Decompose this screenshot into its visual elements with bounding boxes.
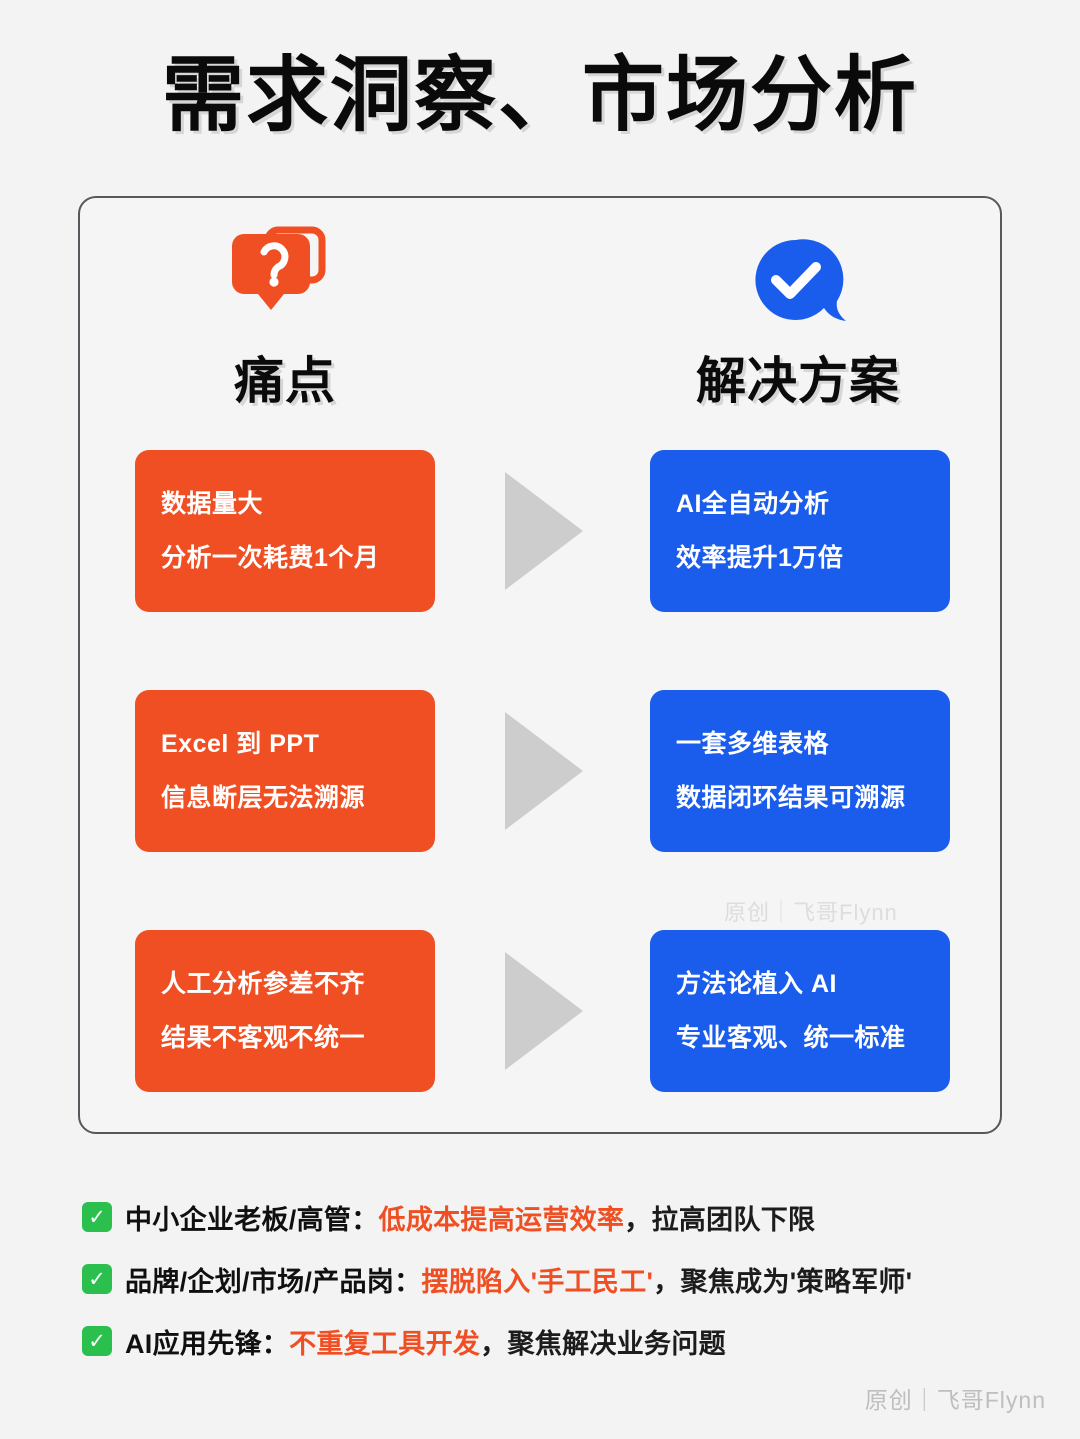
audience-list: ✓ 中小企业老板/高管： 低成本提高运营效率 ，拉高团队下限 ✓ 品牌/企划/市… [82, 1186, 1042, 1372]
solution-card-2-line-1: 一套多维表格 [676, 730, 830, 758]
solution-card-1-line-2: 效率提升1万倍 [676, 544, 844, 572]
column-heading-pain: 痛点 [234, 353, 336, 409]
pain-card-3: 人工分析参差不齐 结果不客观不统一 [135, 930, 435, 1092]
bullet-3-highlight: 不重复工具开发 [289, 1328, 481, 1359]
bullet-3-role: AI应用先锋： [125, 1328, 290, 1359]
check-icon: ✓ [82, 1326, 112, 1356]
arrow-right-icon-1 [505, 472, 583, 590]
solution-card-3-line-2: 专业客观、统一标准 [676, 1024, 906, 1052]
solution-card-2-line-2: 数据闭环结果可溯源 [676, 784, 906, 812]
pain-card-2-line-1: Excel 到 PPT [161, 730, 320, 758]
pain-card-1-line-1: 数据量大 [161, 490, 264, 518]
pain-card-1-line-2: 分析一次耗费1个月 [161, 544, 380, 572]
check-icon: ✓ [82, 1202, 112, 1232]
pain-card-1: 数据量大 分析一次耗费1个月 [135, 450, 435, 612]
page-title: 需求洞察、市场分析 [161, 50, 918, 141]
pain-card-2-line-2: 信息断层无法溯源 [161, 784, 366, 812]
bullet-2-tail: ，聚焦成为'策略军师' [653, 1266, 913, 1297]
pain-card-2: Excel 到 PPT 信息断层无法溯源 [135, 690, 435, 852]
list-item: ✓ AI应用先锋： 不重复工具开发 ，聚焦解决业务问题 [82, 1310, 1042, 1372]
bullet-1-role: 中小企业老板/高管： [125, 1204, 379, 1235]
bullet-3-tail: ，聚焦解决业务问题 [480, 1328, 726, 1359]
panel-watermark: 原创｜飞哥Flynn [724, 900, 898, 925]
solution-card-1-line-1: AI全自动分析 [676, 490, 830, 518]
solution-card-2: 一套多维表格 数据闭环结果可溯源 [650, 690, 950, 852]
bullet-2-highlight: 摆脱陷入'手工民工' [421, 1266, 654, 1297]
check-icon: ✓ [82, 1264, 112, 1294]
bullet-1-highlight: 低成本提高运营效率 [378, 1204, 625, 1235]
pain-card-3-line-1: 人工分析参差不齐 [161, 970, 366, 998]
footer-watermark: 原创｜飞哥Flynn [864, 1387, 1046, 1413]
list-item: ✓ 品牌/企划/市场/产品岗： 摆脱陷入'手工民工' ，聚焦成为'策略军师' [82, 1248, 1042, 1310]
arrow-right-icon-2 [505, 712, 583, 830]
list-item: ✓ 中小企业老板/高管： 低成本提高运营效率 ，拉高团队下限 [82, 1186, 1042, 1248]
solution-card-3: 方法论植入 AI 专业客观、统一标准 [650, 930, 950, 1092]
bullet-2-role: 品牌/企划/市场/产品岗： [125, 1266, 422, 1297]
column-heading-solution: 解决方案 [696, 353, 900, 409]
solution-card-1: AI全自动分析 效率提升1万倍 [650, 450, 950, 612]
arrow-right-icon-3 [505, 952, 583, 1070]
check-bubble-icon [744, 236, 854, 332]
bullet-1-tail: ，拉高团队下限 [624, 1204, 816, 1235]
solution-card-3-line-1: 方法论植入 AI [676, 970, 837, 998]
question-bubble-icon [226, 224, 336, 320]
pain-card-3-line-2: 结果不客观不统一 [161, 1024, 366, 1052]
